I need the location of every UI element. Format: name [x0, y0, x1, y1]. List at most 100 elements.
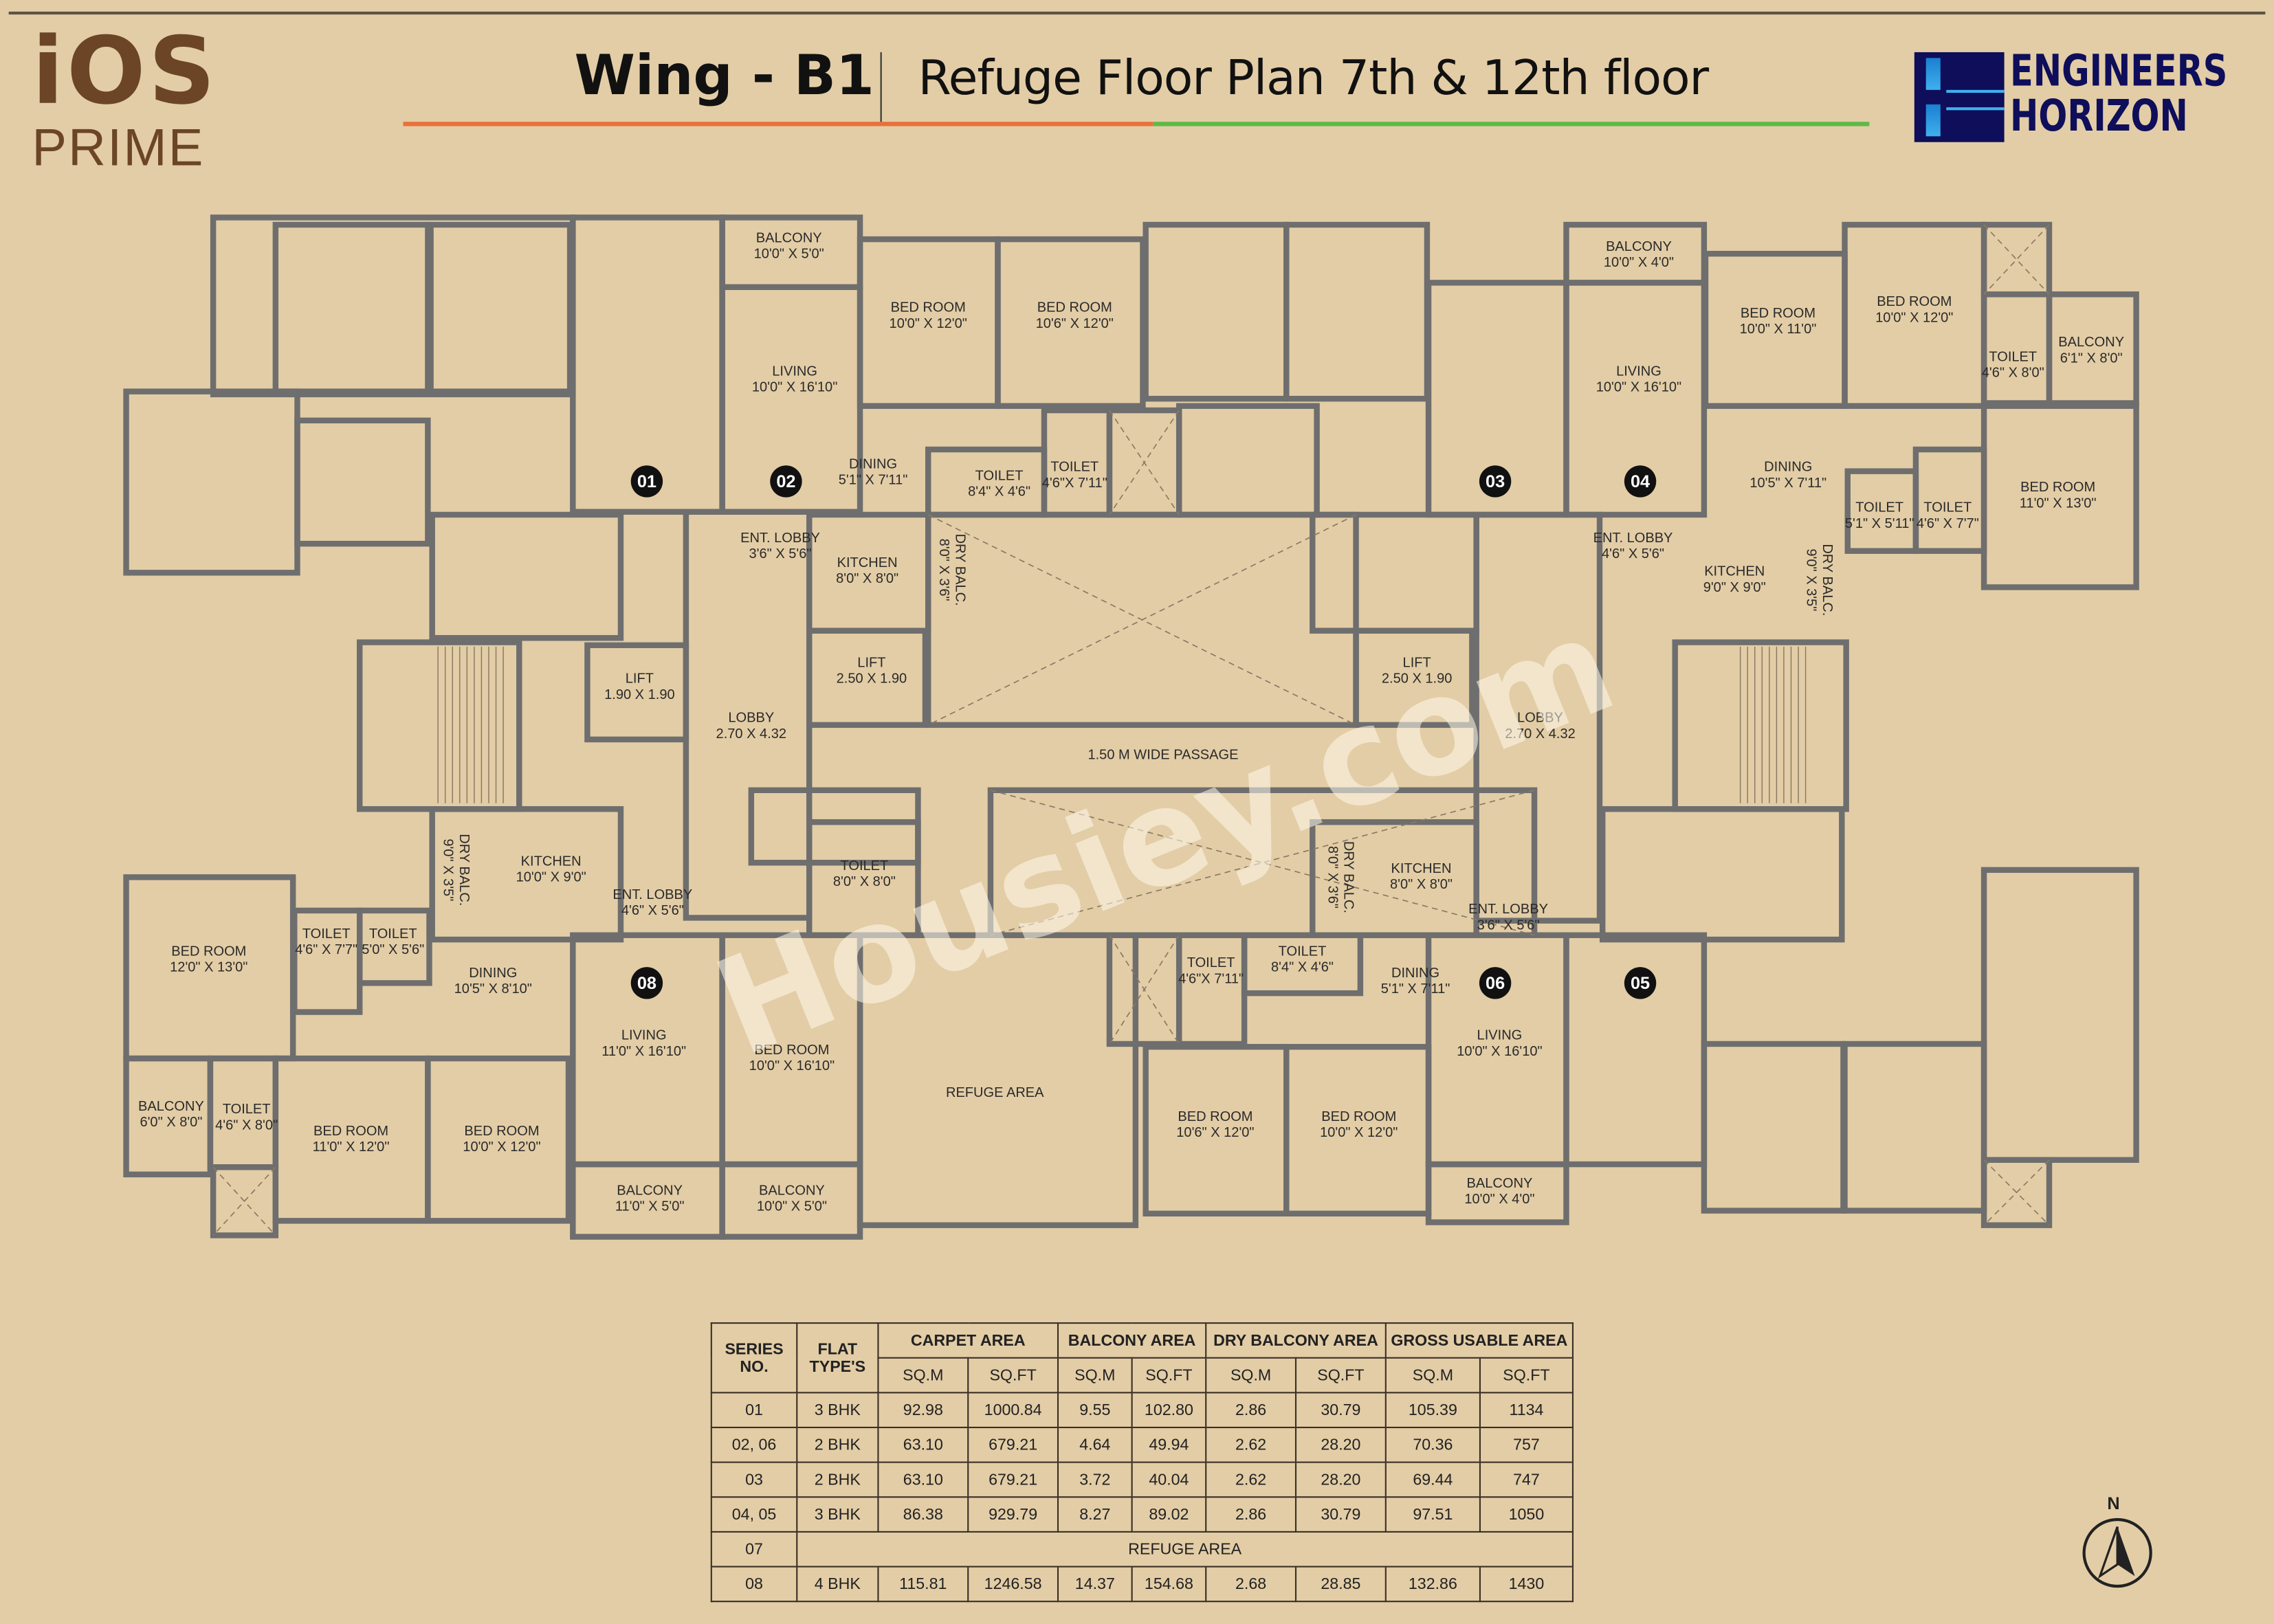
- value-cell: 929.79: [967, 1496, 1059, 1533]
- header-unit: SQ.M: [877, 1357, 969, 1394]
- room-name: ENT. LOBBY: [1593, 531, 1673, 547]
- room-label: DRY BALC.9'0" X 3'5": [1802, 544, 1834, 616]
- wall-outline: [748, 787, 921, 866]
- room-size: 9'0" X 3'5": [439, 838, 456, 902]
- developer-line1: ENGINEERS: [2010, 46, 2228, 98]
- flat-number-badge: 03: [1479, 465, 1512, 498]
- value-cell: 28.20: [1294, 1461, 1387, 1498]
- room-size: 8'4" X 4'6": [1271, 959, 1334, 976]
- wall-outline: [1175, 932, 1248, 1047]
- room-size: 12'0" X 13'0": [170, 959, 248, 976]
- room-size: 10'0" X 16'10": [1596, 379, 1682, 396]
- room-name: BED ROOM: [890, 300, 966, 316]
- room-size: 5'1" X 7'11": [838, 472, 908, 489]
- ios-prime-logo: iOS PRIME: [32, 26, 218, 177]
- title-rule-green: [1153, 122, 1870, 126]
- value-cell: 1430: [1479, 1566, 1574, 1603]
- header-unit: SQ.FT: [1294, 1357, 1387, 1394]
- room-name: LOBBY: [1517, 710, 1563, 726]
- page-frame: [8, 11, 2266, 1615]
- room-name: DRY BALC.: [1818, 544, 1835, 616]
- value-cell: 49.94: [1131, 1426, 1207, 1463]
- wall-outline: [1842, 1041, 1987, 1214]
- room-size: 2.50 X 1.90: [836, 671, 907, 687]
- room-name: BED ROOM: [1321, 1109, 1397, 1126]
- room-name: LIFT: [857, 655, 886, 671]
- room-size: 10'0" X 5'0": [753, 246, 824, 263]
- room-name: BED ROOM: [464, 1124, 540, 1140]
- room-name: BALCONY: [2058, 335, 2125, 351]
- room-name: BED ROOM: [171, 944, 247, 960]
- value-cell: 2.62: [1205, 1426, 1297, 1463]
- value-cell: 132.86: [1384, 1566, 1481, 1603]
- shaft-cross: [1983, 224, 2050, 295]
- room-name: LIFT: [625, 671, 654, 687]
- room-label: DRY BALC.9'0" X 3'5": [439, 834, 471, 906]
- wall-outline: [1980, 867, 2139, 1163]
- room-size: 10'6" X 12'0": [1035, 315, 1114, 333]
- room-size: 8'4" X 4'6": [968, 484, 1031, 500]
- value-cell: 63.10: [877, 1426, 969, 1463]
- flat-number-badge: 01: [630, 465, 663, 498]
- wall-outline: [584, 642, 689, 743]
- flat-number-badge: 02: [770, 465, 802, 498]
- flat-type-cell: 2 BHK: [796, 1461, 879, 1498]
- wall-outline: [425, 1055, 572, 1224]
- value-cell: 3.72: [1057, 1461, 1133, 1498]
- room-name: BED ROOM: [754, 1042, 830, 1059]
- value-cell: 14.37: [1057, 1566, 1133, 1603]
- room-size: 5'1" X 7'11": [1380, 981, 1450, 998]
- wall-outline: [210, 1164, 279, 1238]
- room-size: 10'6" X 12'0": [1176, 1125, 1255, 1142]
- header-unit: SQ.M: [1384, 1357, 1481, 1394]
- room-size: 3'6" X 5'6": [749, 546, 812, 563]
- flat-type-cell: 4 BHK: [796, 1566, 879, 1603]
- engineers-horizon-logo-text: ENGINEERS HORIZON: [2010, 49, 2227, 140]
- room-size: 5'0" X 5'6": [362, 942, 425, 959]
- room-name: LIFT: [1402, 655, 1431, 671]
- value-cell: 1134: [1479, 1392, 1574, 1429]
- room-name: TOILET: [1278, 944, 1327, 960]
- value-cell: 102.80: [1131, 1392, 1207, 1429]
- wall-outline: [1241, 932, 1364, 997]
- value-cell: 86.38: [877, 1496, 969, 1533]
- value-cell: 1246.58: [967, 1566, 1059, 1603]
- developer-line2: HORIZON: [2010, 91, 2188, 142]
- wall-outline: [356, 639, 522, 812]
- room-size: 9'0" X 9'0": [1703, 579, 1766, 597]
- wall-outline: [291, 907, 363, 1015]
- room-name: ENT. LOBBY: [612, 887, 693, 904]
- wall-outline: [1175, 403, 1320, 518]
- room-name: BALCONY: [138, 1099, 204, 1115]
- room-name: BED ROOM: [1178, 1109, 1253, 1126]
- series-cell: 08: [710, 1566, 798, 1603]
- room-name: BALCONY: [1466, 1175, 1533, 1192]
- flat-number-badge: 06: [1479, 967, 1512, 999]
- value-cell: 63.10: [877, 1461, 969, 1498]
- room-name: ENT. LOBBY: [1468, 902, 1549, 918]
- wall-outline: [294, 417, 431, 547]
- room-name: LIVING: [621, 1027, 667, 1044]
- value-cell: 92.98: [877, 1392, 969, 1429]
- value-cell: 89.02: [1131, 1496, 1207, 1533]
- logo-prime-text: PRIME: [32, 117, 205, 177]
- room-name: TOILET: [1855, 500, 1904, 517]
- shaft-cross: [1109, 410, 1180, 515]
- room-name: TOILET: [840, 858, 889, 875]
